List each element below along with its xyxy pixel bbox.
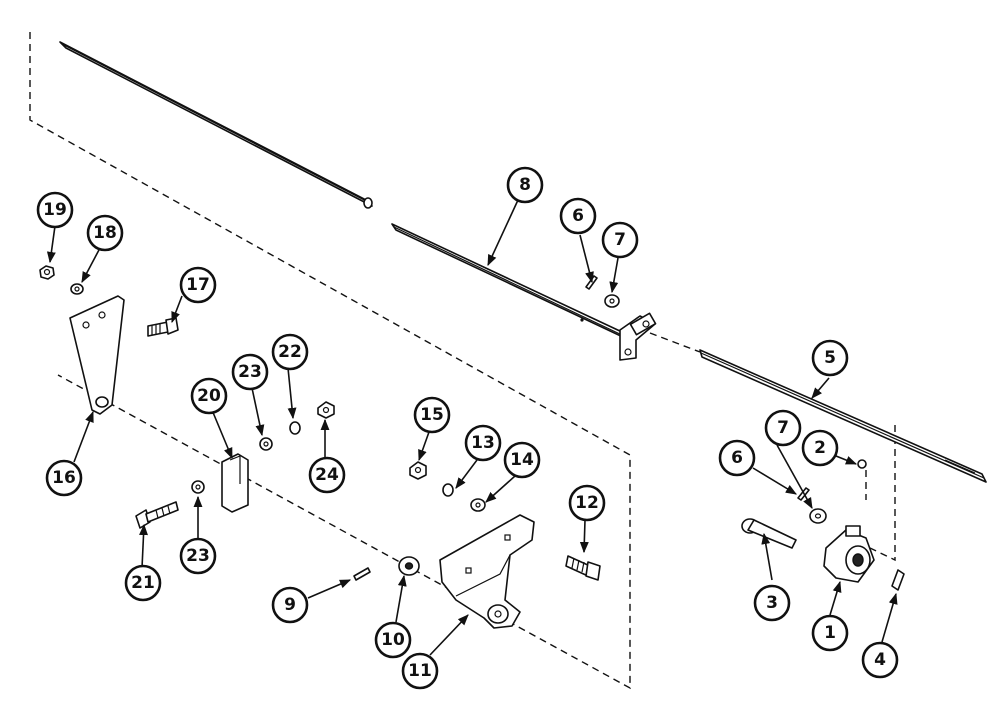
clip-part-20 [221, 453, 249, 513]
svg-text:6: 6 [731, 448, 743, 468]
svg-text:10: 10 [381, 630, 405, 650]
callout-2: 2 [801, 429, 839, 467]
bracket-part-11 [439, 514, 535, 629]
shaft-part-8 [391, 223, 657, 361]
svg-text:12: 12 [575, 493, 599, 513]
upper-long-shaft [59, 41, 373, 209]
callout-4: 4 [861, 641, 899, 679]
svg-text:19: 19 [43, 200, 67, 220]
callout-18: 18 [86, 214, 124, 252]
setscrew-part-2 [857, 459, 867, 469]
svg-text:23: 23 [186, 546, 210, 566]
svg-text:8: 8 [519, 175, 531, 195]
svg-text:11: 11 [408, 661, 432, 681]
svg-text:16: 16 [52, 468, 76, 488]
callout-7-upper: 7 [601, 221, 639, 259]
bolt-part-21 [135, 501, 179, 529]
svg-text:5: 5 [824, 348, 836, 368]
nut-part-15 [409, 461, 427, 480]
bolt-part-17 [147, 317, 179, 337]
callout-23-upper: 23 [231, 353, 269, 391]
washer-part-18 [70, 283, 84, 295]
callout-17: 17 [179, 266, 217, 304]
washer-part-23-lower [191, 480, 205, 494]
callout-20: 20 [190, 377, 228, 415]
svg-text:1: 1 [824, 623, 836, 643]
callout-22: 22 [271, 333, 309, 371]
callout-10: 10 [374, 621, 412, 659]
callout-14: 14 [503, 441, 541, 479]
washer-part-7-upper [604, 294, 620, 308]
svg-text:9: 9 [284, 595, 296, 615]
nut-part-19 [39, 265, 55, 280]
callout-5: 5 [811, 339, 849, 377]
washer-part-23-upper [259, 437, 273, 451]
callout-11: 11 [401, 652, 439, 690]
callout-21: 21 [124, 564, 162, 602]
svg-text:20: 20 [197, 386, 221, 406]
callout-15: 15 [413, 396, 451, 434]
callout-6-lower: 6 [718, 439, 756, 477]
callout-23-lower: 23 [179, 537, 217, 575]
callout-6-upper: 6 [559, 197, 597, 235]
shaft-part-5 [699, 349, 987, 483]
callout-1: 1 [811, 614, 849, 652]
nut-part-24 [317, 401, 335, 419]
callout-19: 19 [36, 191, 74, 229]
collar-part-1 [823, 525, 875, 583]
callout-16: 16 [45, 459, 83, 497]
svg-text:3: 3 [766, 593, 778, 613]
svg-text:18: 18 [93, 223, 117, 243]
callout-13: 13 [464, 424, 502, 462]
assembly-outline [29, 32, 896, 690]
leader-lines [46, 199, 898, 656]
callout-9: 9 [271, 586, 309, 624]
svg-text:2: 2 [814, 438, 826, 458]
callout-12: 12 [568, 484, 606, 522]
bracket-part-16 [69, 295, 125, 415]
svg-text:7: 7 [777, 418, 789, 438]
washer-part-10 [398, 556, 420, 576]
callout-7-lower: 7 [764, 409, 802, 447]
callout-24: 24 [308, 456, 346, 494]
svg-text:13: 13 [471, 433, 495, 453]
pin-part-9 [353, 567, 371, 581]
svg-text:23: 23 [238, 362, 262, 382]
callout-8: 8 [506, 166, 544, 204]
svg-text:17: 17 [186, 275, 210, 295]
pin-part-3 [741, 518, 797, 549]
pin-part-4 [891, 569, 905, 591]
svg-text:14: 14 [510, 450, 534, 470]
svg-text:15: 15 [420, 405, 444, 425]
washer-part-14 [470, 498, 486, 512]
bolt-part-12 [565, 555, 601, 581]
svg-text:4: 4 [874, 650, 886, 670]
svg-text:6: 6 [572, 206, 584, 226]
lockwasher-part-22 [289, 421, 301, 435]
svg-text:21: 21 [131, 573, 155, 593]
washer-part-7-lower [809, 508, 827, 524]
svg-text:22: 22 [278, 342, 302, 362]
callout-3: 3 [753, 584, 791, 622]
svg-text:7: 7 [614, 230, 626, 250]
lockwasher-part-13 [442, 483, 454, 497]
svg-text:24: 24 [315, 465, 339, 485]
